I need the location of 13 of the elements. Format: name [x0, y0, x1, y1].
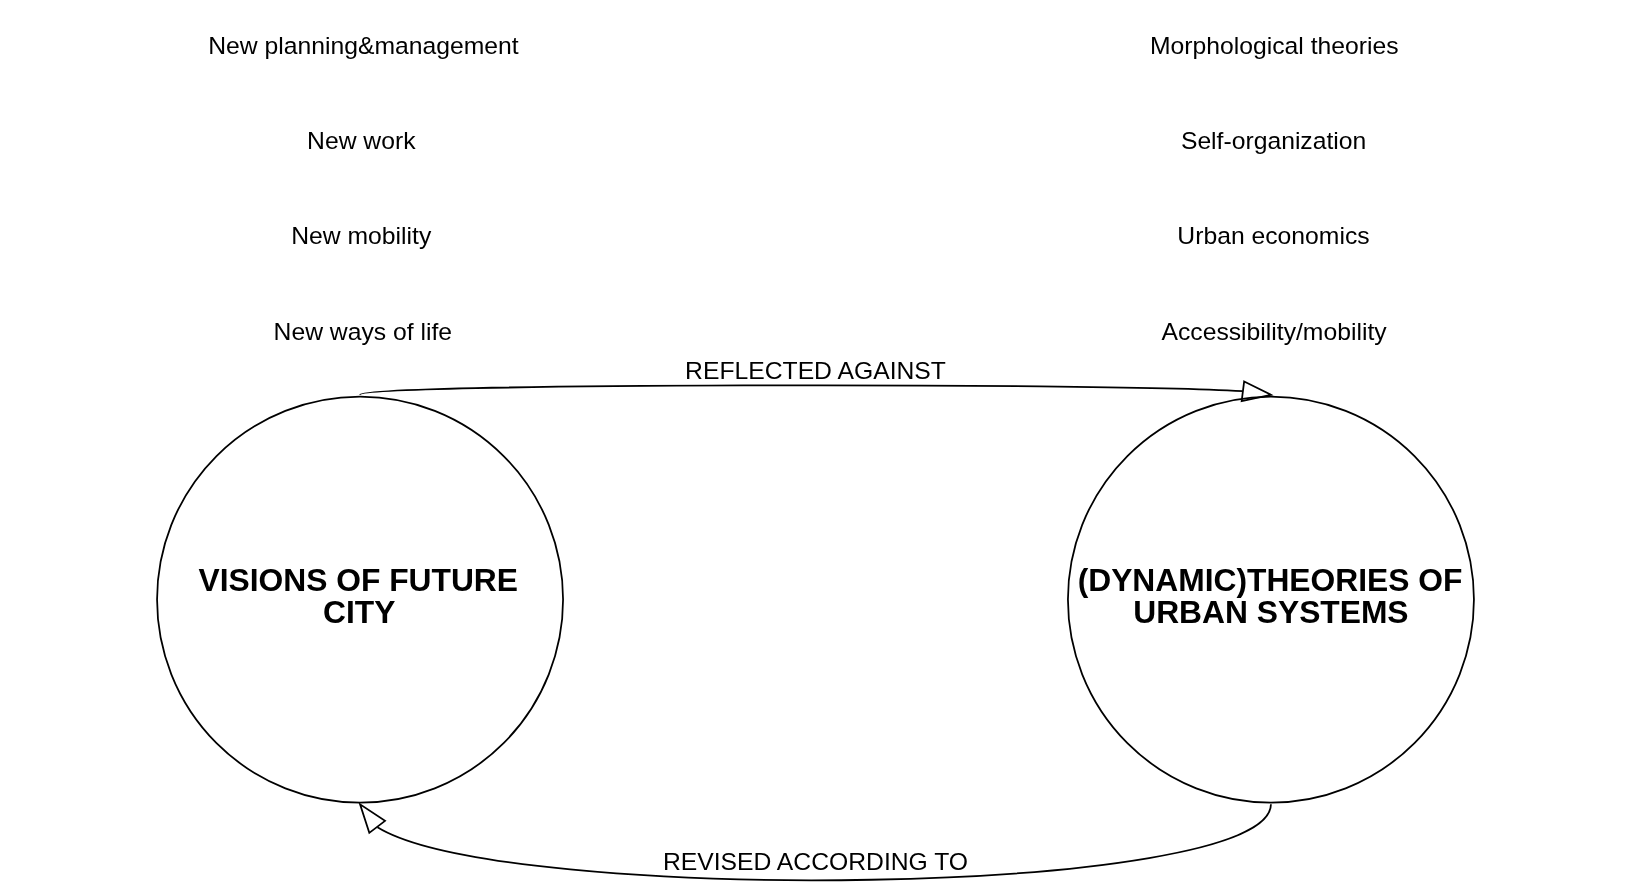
node-circle: VISIONS OF FUTURE CITY [156, 395, 564, 804]
label: Accessibility/mobility [1161, 317, 1387, 345]
node-circle: (DYNAMIC)THEORIES OF URBAN SYSTEMS [1067, 395, 1475, 804]
label: New mobility [291, 222, 432, 250]
label: New work [307, 126, 416, 154]
label: New ways of life [273, 317, 453, 345]
arrow [359, 380, 1274, 403]
edge-label: REFLECTED AGAINST [685, 357, 946, 385]
label: Urban economics [1177, 222, 1370, 250]
label: Self-organization [1180, 126, 1367, 154]
label: Morphological theories [1150, 31, 1399, 59]
label: New planning&management [208, 31, 519, 59]
edge-label: REVISED ACCORDING TO [662, 848, 969, 876]
